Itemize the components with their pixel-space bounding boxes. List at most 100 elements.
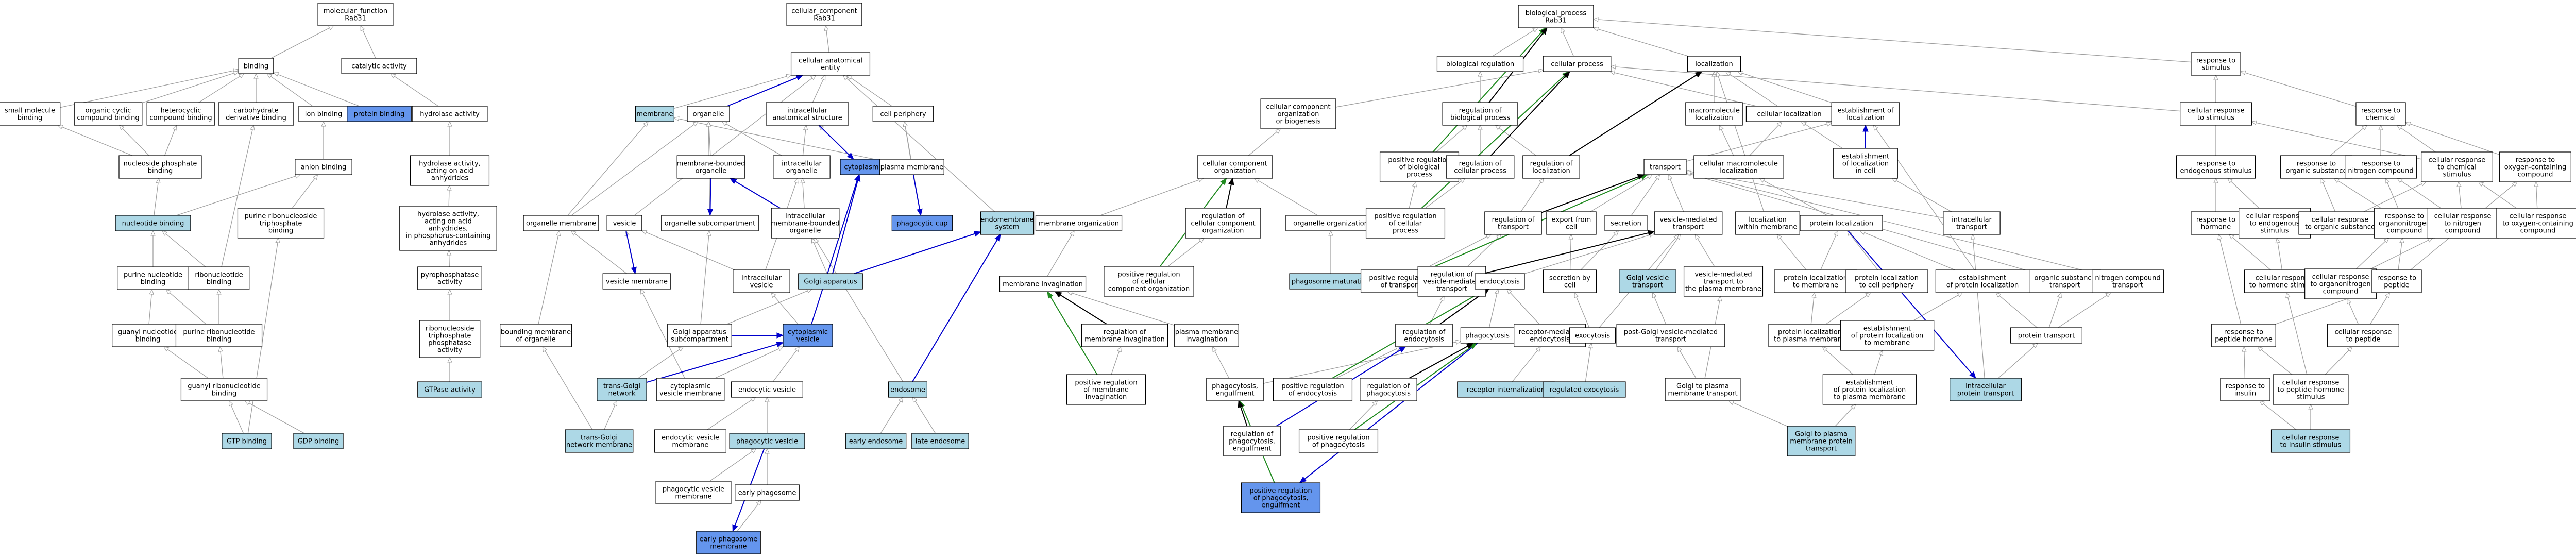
go-term-node-protloc[interactable]: protein localization [1800,215,1883,231]
go-term-node-lateendo[interactable]: late endosome [911,433,969,449]
go-term-node-membrane[interactable]: membrane [635,106,674,122]
go-term-node-gtpb[interactable]: GTP binding [222,433,272,449]
go-term-node-recint[interactable]: receptor internalization [1457,381,1555,398]
go-term-node-cytoplasm[interactable]: cytoplasm [840,159,883,175]
go-term-node-phagocytosis[interactable]: phagocytosis [1460,327,1515,344]
go-term-node-endocytosis[interactable]: endocytosis [1475,273,1525,290]
go-term-node-earlyendo[interactable]: early endosome [845,433,907,449]
go-term-node-phagengulf[interactable]: phagocytosis,engulfment [1206,378,1264,401]
go-term-node-transport[interactable]: transport [1643,159,1687,175]
go-term-node-memorg[interactable]: membrane organization [1035,215,1123,231]
go-term-node-orgmem[interactable]: organelle membrane [523,215,599,231]
go-term-node-bioreg[interactable]: biological regulation [1436,56,1524,72]
go-term-node-ionb[interactable]: ion binding [298,106,349,122]
go-term-node-plasmem[interactable]: plasma membrane [879,159,944,175]
go-term-node-phagcup[interactable]: phagocytic cup [891,215,953,231]
go-term-node-meminv[interactable]: membrane invagination [999,276,1087,292]
go-term-node-hydro[interactable]: hydrolase activity [412,106,488,122]
go-term-node-protb[interactable]: protein binding [347,106,412,122]
go-term-node-orgsub[interactable]: organelle subcompartment [661,215,759,231]
go-term-node-endosome[interactable]: endosome [888,381,927,398]
go-term-node-loc[interactable]: localization [1687,56,1741,72]
go-term-node-celloc[interactable]: cellular localization [1745,106,1833,122]
go-term-node-gtpase[interactable]: GTPase activity [417,381,482,398]
go-term-node-catact[interactable]: catalytic activity [341,58,417,74]
go-term-node-binding[interactable]: binding [238,58,274,74]
go-term-node-orgorg[interactable]: organelle organization [1285,215,1376,231]
